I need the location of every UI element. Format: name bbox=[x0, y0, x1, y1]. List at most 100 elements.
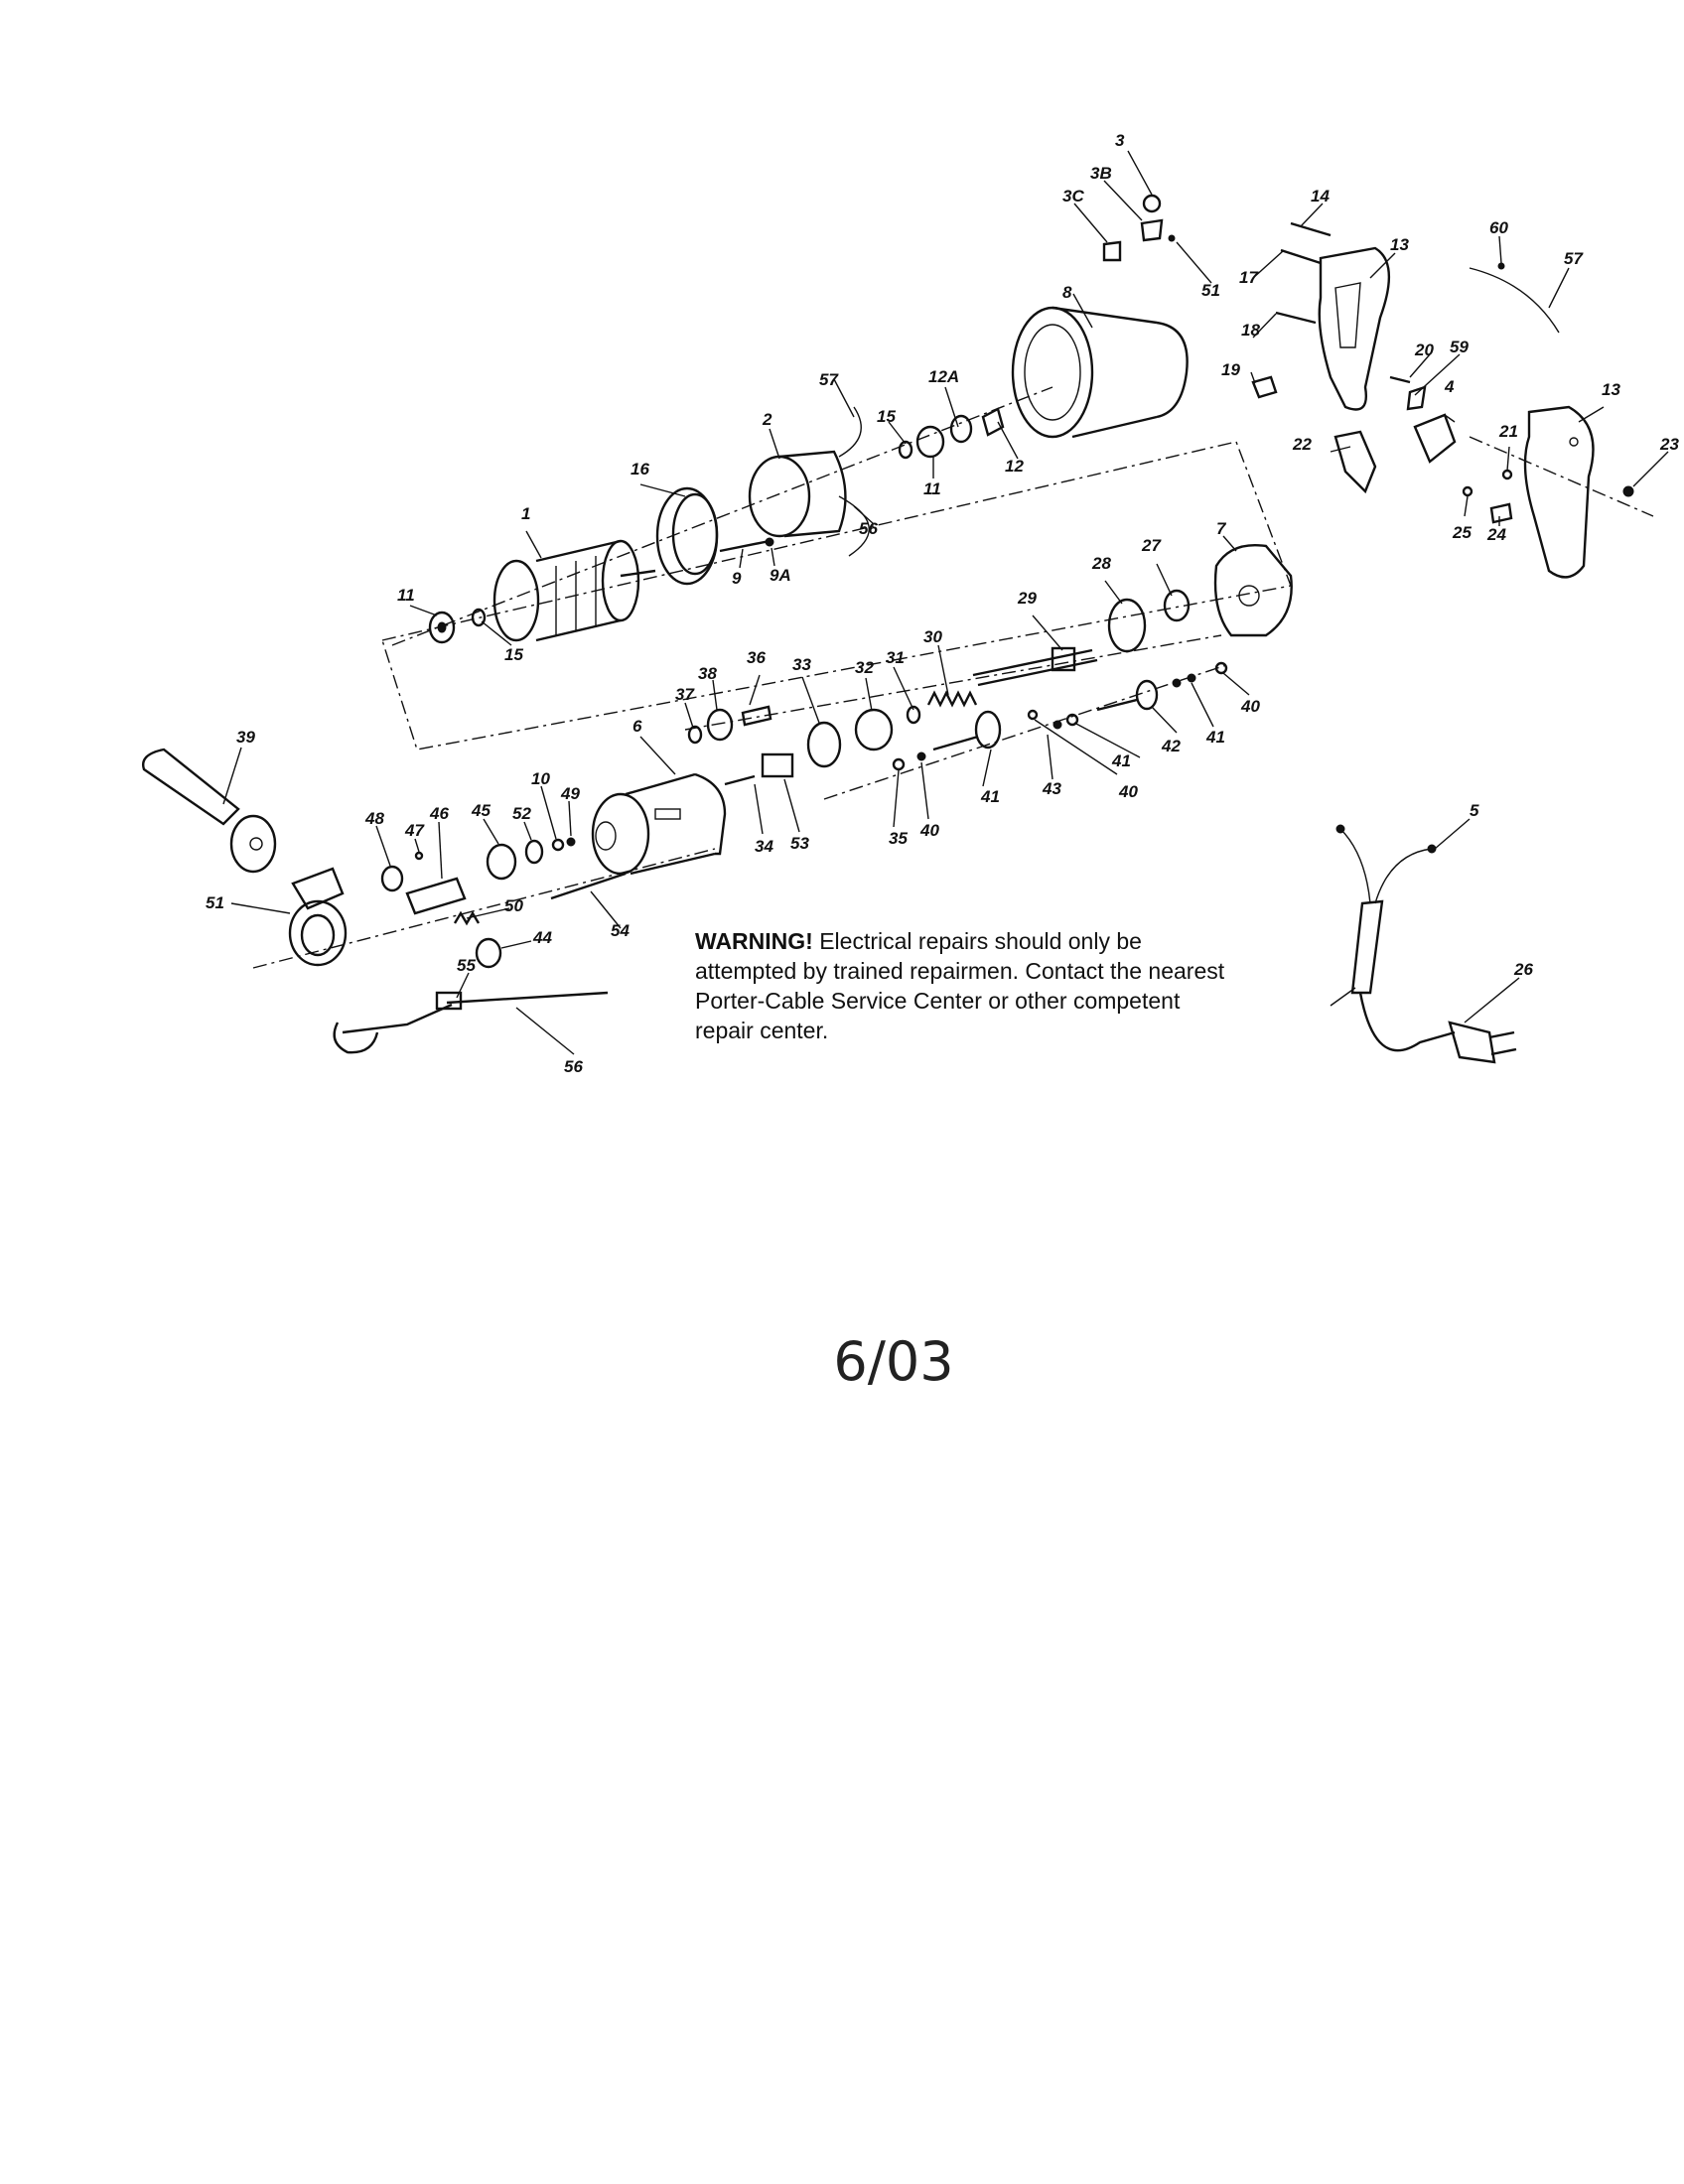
side-handle-part bbox=[142, 748, 277, 874]
part-label: 31 bbox=[886, 648, 905, 667]
part-label: 20 bbox=[1414, 341, 1434, 359]
part-label: 60 bbox=[1489, 218, 1508, 237]
spring-part bbox=[926, 690, 978, 708]
part-label: 57 bbox=[819, 370, 839, 389]
gear-part bbox=[806, 721, 842, 768]
motor-housing-part bbox=[1011, 306, 1189, 439]
screw-part bbox=[1290, 221, 1332, 237]
part-label: 15 bbox=[504, 645, 523, 664]
switch-axis bbox=[1469, 436, 1654, 517]
washer-part bbox=[687, 725, 703, 745]
part-label: 3C bbox=[1062, 187, 1084, 205]
spindle-part bbox=[932, 735, 979, 751]
part-label: 11 bbox=[397, 586, 415, 605]
ball-part bbox=[765, 537, 774, 547]
part-label: 59 bbox=[1450, 338, 1469, 356]
clutch-part bbox=[854, 708, 894, 751]
bushing-part bbox=[486, 843, 517, 881]
part-label: 9A bbox=[770, 566, 791, 585]
depth-rod-handle-part bbox=[333, 1022, 379, 1054]
warning-label: WARNING! bbox=[695, 928, 813, 954]
part-label: 40 bbox=[919, 821, 939, 840]
part-label: 50 bbox=[504, 896, 523, 915]
bearing-part bbox=[949, 414, 973, 444]
ball-part bbox=[1187, 673, 1196, 683]
pin-part bbox=[719, 539, 771, 553]
part-label: 28 bbox=[1091, 554, 1111, 573]
part-label: 7 bbox=[1216, 519, 1227, 538]
part-label: 22 bbox=[1292, 435, 1312, 454]
bearing-part bbox=[915, 425, 945, 459]
part-label: 44 bbox=[532, 928, 552, 947]
armature-axis bbox=[391, 386, 1053, 646]
part-label: 16 bbox=[631, 460, 649, 478]
part-label: 29 bbox=[1017, 589, 1037, 608]
part-label: 2 bbox=[762, 410, 772, 429]
switch-part bbox=[1413, 413, 1457, 464]
part-label: 12 bbox=[1005, 457, 1024, 476]
ball-part bbox=[414, 851, 424, 861]
screw-part bbox=[741, 705, 772, 727]
gear-case-cover-part bbox=[1213, 544, 1293, 637]
part-label: 3 bbox=[1115, 131, 1125, 150]
cord-set-part bbox=[1335, 824, 1517, 1064]
bearing-retainer-part bbox=[981, 407, 1005, 437]
part-label: 1 bbox=[521, 504, 530, 523]
part-label: 55 bbox=[457, 956, 476, 975]
part-label: 19 bbox=[1221, 360, 1240, 379]
knob-part bbox=[380, 865, 404, 892]
part-label: 13 bbox=[1602, 380, 1620, 399]
depth-rod-part bbox=[342, 1003, 453, 1034]
screw-part bbox=[1275, 311, 1317, 325]
gear-part bbox=[1135, 679, 1159, 711]
part-label: 36 bbox=[747, 648, 766, 667]
warning-notice: WARNING! Electrical repairs should only … bbox=[695, 926, 1231, 1045]
shaft-part bbox=[972, 646, 1098, 687]
switch-lock-part bbox=[1251, 375, 1278, 399]
part-label: 23 bbox=[1659, 435, 1679, 454]
part-label: 56 bbox=[859, 519, 878, 538]
part-label: 42 bbox=[1161, 737, 1181, 755]
depth-rod-part bbox=[446, 991, 609, 1005]
part-label: 34 bbox=[755, 837, 773, 856]
depth-rod-clamp-part bbox=[435, 991, 463, 1011]
chuck-axis bbox=[252, 848, 716, 969]
field-part bbox=[748, 406, 870, 557]
leader-lines bbox=[222, 150, 1669, 1055]
handle-half-part bbox=[1318, 246, 1390, 411]
part-label: 5 bbox=[1470, 801, 1479, 820]
o-ring-part bbox=[524, 839, 544, 865]
part-label: 13 bbox=[1390, 235, 1409, 254]
part-label: 26 bbox=[1513, 960, 1533, 979]
spindle-axis bbox=[823, 664, 1227, 800]
part-label: 57 bbox=[1564, 249, 1584, 268]
part-label: 54 bbox=[611, 921, 630, 940]
part-label: 21 bbox=[1498, 422, 1518, 441]
bearing-part bbox=[428, 608, 487, 644]
ball-part bbox=[566, 837, 576, 847]
screw-part bbox=[1501, 469, 1513, 480]
warning-text: Electrical repairs should only be attemp… bbox=[695, 928, 1225, 1043]
armature-part bbox=[492, 539, 656, 642]
washer-part bbox=[551, 838, 565, 852]
wire-part bbox=[1469, 267, 1560, 334]
screw-part bbox=[1389, 375, 1411, 384]
washer-part bbox=[1027, 709, 1039, 721]
part-label: 49 bbox=[560, 784, 580, 803]
pin-part bbox=[1096, 698, 1138, 712]
part-label: 8 bbox=[1062, 283, 1072, 302]
part-label: 15 bbox=[877, 407, 896, 426]
pin-part bbox=[724, 774, 756, 786]
handle-clamp-part bbox=[288, 867, 348, 967]
depth-rod-clamp-part bbox=[405, 877, 467, 915]
part-label: 30 bbox=[923, 627, 942, 646]
ball-part bbox=[1497, 262, 1505, 270]
part-label: 33 bbox=[792, 655, 811, 674]
gear-part bbox=[706, 708, 734, 742]
part-label: 17 bbox=[1239, 268, 1259, 287]
part-label: 48 bbox=[364, 809, 384, 828]
washer-part bbox=[1065, 713, 1079, 727]
part-label: 18 bbox=[1241, 321, 1260, 340]
part-label: 24 bbox=[1486, 525, 1506, 544]
